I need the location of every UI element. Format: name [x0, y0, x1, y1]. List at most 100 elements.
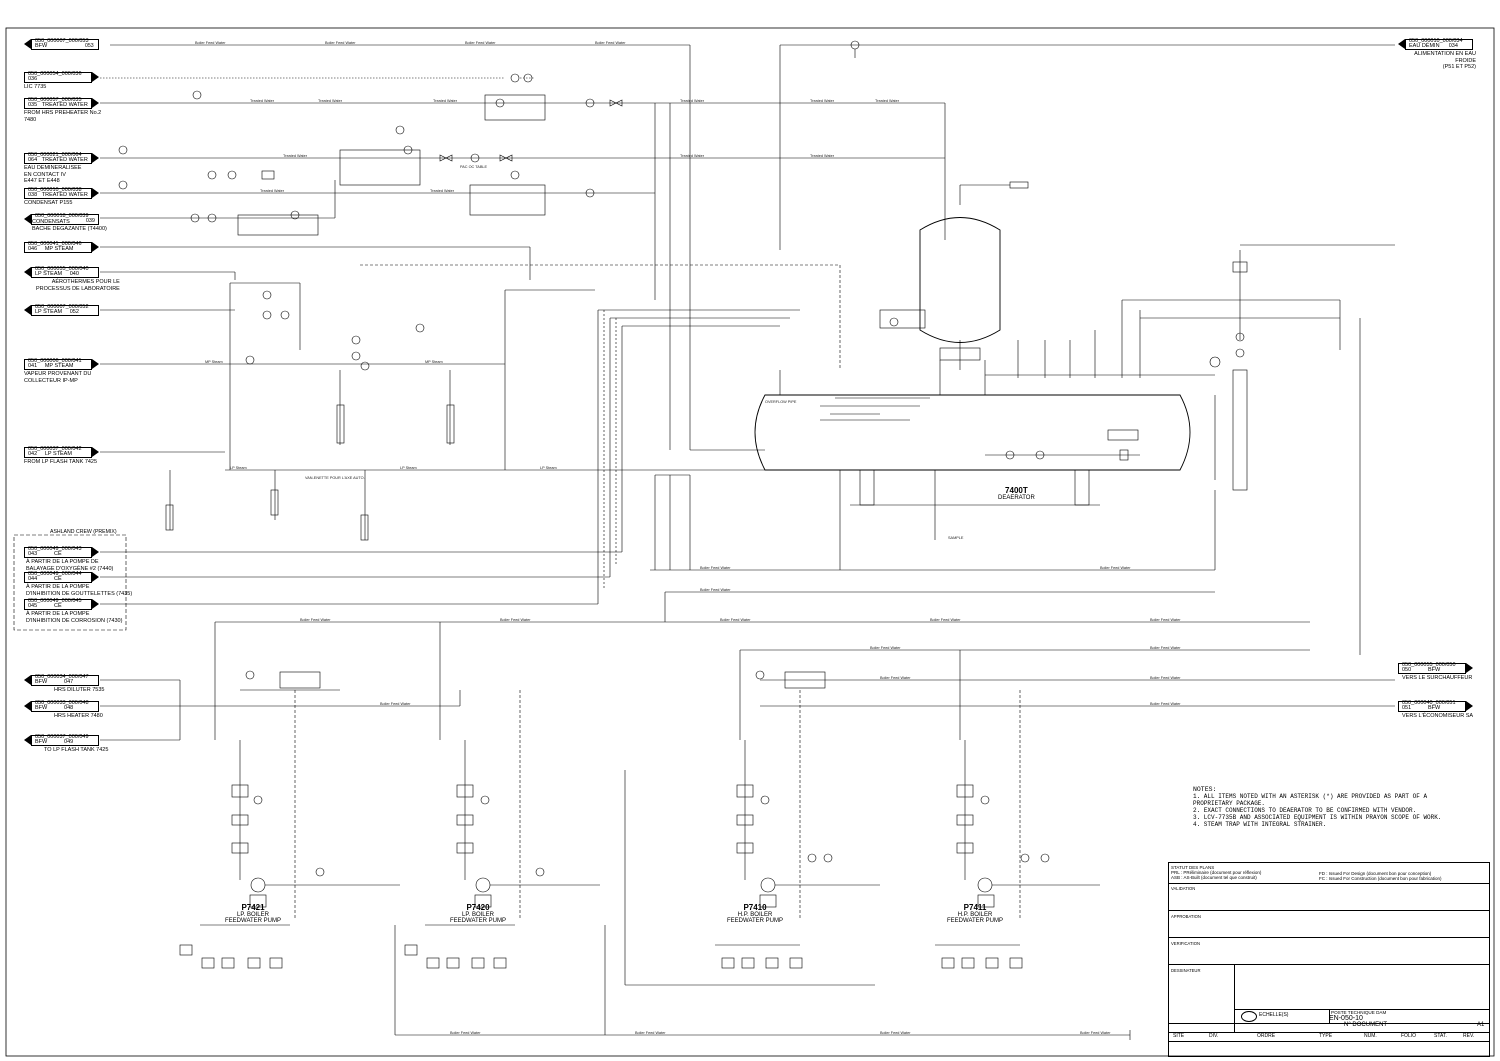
tb-row [1169, 1032, 1489, 1033]
conn-code: BFW [35, 705, 48, 711]
flow-label-treated: Treated Water [810, 154, 834, 158]
doc-no-label: N° DOCUMENT [1344, 1022, 1388, 1028]
status-legend: STATUT DES PLANS PRL : PRéliminaire (doc… [1171, 865, 1261, 880]
col-num: NUM. [1364, 1033, 1377, 1039]
conn-code: 043 [28, 551, 38, 557]
arrow-left-icon [24, 214, 31, 224]
conn-sub: MP STEAM [44, 246, 74, 252]
arrow-left-icon [24, 305, 31, 315]
sheet-border [5, 27, 1495, 1057]
flow-label-pac: PAC OC TABLE [460, 165, 488, 169]
flow-label-bfw: Boiler Feed Water [870, 646, 901, 650]
conn-id: 050_000006_000/041 [28, 357, 82, 364]
conn-code: 042 [28, 451, 38, 457]
conn-sub: EAU DÉMIN [1409, 43, 1440, 49]
pump-label-p7421: P7421 LP. BOILER FEEDWATER PUMP [225, 903, 281, 924]
arrow-left-icon [24, 701, 31, 711]
conn-code: 045 [28, 603, 38, 609]
note-item: 2. EXACT CONNECTIONS TO DEAERATOR TO BE … [1193, 807, 1417, 814]
conn-sub: TREATED WATER [41, 102, 88, 108]
conn-sub: 049 [64, 739, 74, 745]
flow-label-mp-steam: MP Steam [425, 360, 443, 364]
verification-label: VERIFICATION [1171, 941, 1201, 946]
tb-divider [1329, 1009, 1330, 1023]
conn-desc: CONDENSATS BACHE DEGAZANTE (T4400) [32, 219, 107, 232]
pump-label-p7410: P7410 H.P. BOILER FEEDWATER PUMP [727, 903, 783, 924]
pump-line1: H.P. BOILER [957, 912, 993, 918]
flow-label-mp-steam: MP Steam [205, 360, 223, 364]
chemical-lines [100, 309, 800, 605]
deaerator-label: 7400T DEAERATOR [998, 486, 1035, 501]
tb-row: APPROBATION [1169, 910, 1489, 919]
arrow-left-icon [24, 39, 31, 49]
conn-id: 050_000021_000/064 [28, 151, 82, 158]
flow-label-overflow: OVERFLOW PIPE [765, 400, 797, 404]
validation-label: VALIDATION [1171, 886, 1196, 891]
conn-sub: BFW [1428, 705, 1441, 711]
conn-desc: AÉROTHERMES POUR LE PROCESSUS DE LABORAT… [36, 279, 120, 292]
flow-label-treated: Treated Water [260, 189, 284, 193]
flow-label-treated: Treated Water [810, 99, 834, 103]
pump-label-p7411: P7411 H.P. BOILER FEEDWATER PUMP [947, 903, 1003, 924]
conn-id: 050_000033_000/048 [35, 699, 89, 706]
conn-code: BFW [35, 43, 48, 49]
conn-code: 035 [28, 102, 38, 108]
pump-line2: FEEDWATER PUMP [450, 918, 507, 924]
flow-label-bfw: Boiler Feed Water [500, 618, 531, 622]
conn-id: 050_000054_000/036 [28, 70, 82, 77]
tb-divider [1234, 964, 1235, 1032]
flow-label-bfw: Boiler Feed Water [1150, 676, 1181, 680]
title-block: STATUT DES PLANS PRL : PRéliminaire (doc… [1168, 862, 1490, 1057]
flow-label-lp-steam: LP Steam [400, 466, 417, 470]
conn-code: 041 [28, 363, 38, 369]
conn-desc: À PARTIR DE LA POMPE DE BALAYAGE D'OXYGÈ… [26, 559, 114, 572]
flow-label-bfw: Boiler Feed Water [195, 41, 226, 45]
conn-sub: BFW [1428, 667, 1441, 673]
conn-id: 050_000040_000/051 [1402, 699, 1456, 706]
flow-label-treated: Treated Water [430, 189, 454, 193]
top-bfw-line [110, 44, 691, 450]
level-instruments [879, 309, 1140, 461]
status-legend-right: FD : Issued For Design (document bon pou… [1319, 871, 1442, 881]
conn-id: 050_000049_000/044 [28, 570, 82, 577]
pump-line2: FEEDWATER PUMP [727, 918, 784, 924]
arrow-right-icon [92, 72, 99, 82]
conn-desc: VERS LE SURCHAUFFEUR [1402, 675, 1473, 681]
conn-desc: CONDENSAT P155 [24, 200, 73, 206]
status-line: ASB : AS-Built (document tel que constru… [1171, 875, 1257, 880]
flow-label-bfw: Boiler Feed Water [1100, 566, 1131, 570]
conn-sub: 052 [69, 309, 79, 315]
conn-code: LP STEAM [35, 271, 63, 277]
conn-code: 044 [28, 576, 38, 582]
tank-drains [650, 449, 1216, 571]
col-type: TYPE [1319, 1033, 1333, 1039]
col-site: SITE [1173, 1033, 1185, 1039]
conn-sub: 040 [69, 271, 79, 277]
col-stat: STAT. [1434, 1033, 1447, 1039]
pump-line1: LP. BOILER [462, 912, 494, 918]
conn-id: 050_000055_000/050 [1402, 661, 1456, 668]
doc-no: EN-050-10 [1329, 1015, 1363, 1022]
tb-row: VALIDATION [1169, 883, 1489, 891]
flow-label-bfw: Boiler Feed Water [700, 566, 731, 570]
